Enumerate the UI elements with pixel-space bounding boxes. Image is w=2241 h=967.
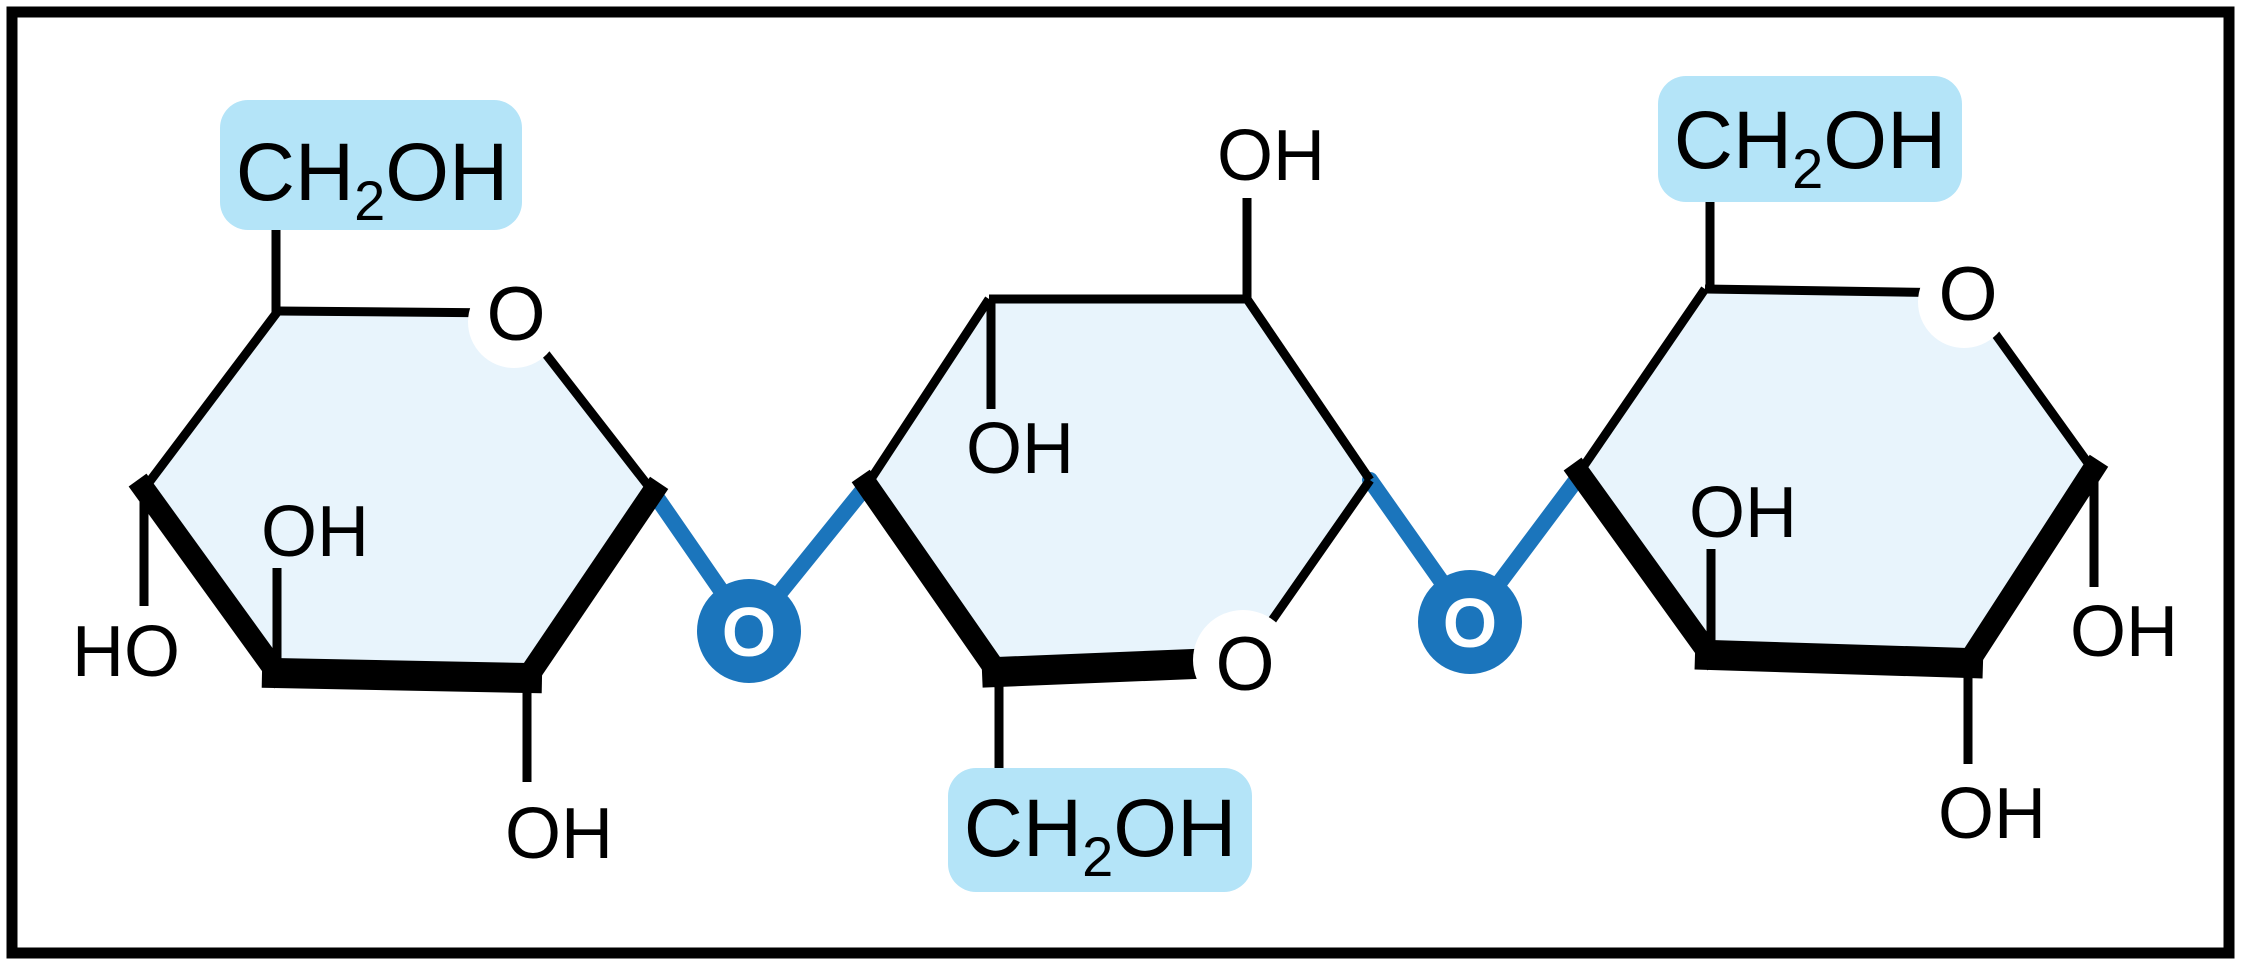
ring3-right-oh-label: OH (2070, 592, 2178, 672)
figure-frame-border (6, 6, 2235, 959)
ring2-ch2oh-box (948, 768, 1252, 892)
ring2-inner-oh-label: OH (966, 409, 1074, 489)
ring2-ch2oh-label: CH2OH (964, 783, 1237, 888)
ring3-lower-right-edge (1952, 454, 2109, 679)
ring2-oxygen-halo (1193, 610, 1293, 710)
ring1-bottom-edge (261, 657, 543, 694)
ring3-inner-oh-label: OH (1689, 473, 1797, 553)
glycosidic-linkage-2 (1362, 467, 1588, 674)
ring1-oxygen-halo (468, 276, 560, 368)
ring1-inner-oh-label: OH (261, 492, 369, 572)
glycosidic-oxygen-disc-1 (697, 579, 801, 683)
ring1-lower-left-edge (128, 473, 293, 689)
glycosidic-linkage-1 (645, 477, 875, 683)
glycosidic-oxygen-2-label: O (1443, 584, 1497, 662)
ring1-bottom-oh-label: OH (505, 794, 613, 874)
ring3-lower-left-edge (1563, 457, 1726, 671)
ring1-ch2oh-label: CH2OH (236, 127, 509, 232)
ring1-lower-right-edge (511, 476, 669, 694)
ring1-ring-oxygen-label: O (486, 272, 545, 357)
ring2-upper-right-edge (1243, 296, 1374, 483)
ring3-bottom-oh-label: OH (1938, 774, 2046, 854)
ring1-upper-left-edge (140, 308, 282, 492)
ring1-ho-label: HO (72, 612, 180, 692)
ring2-ring-oxygen-label: O (1215, 622, 1274, 707)
ring3-oxygen-halo (1918, 256, 2010, 348)
ring2-fill (867, 299, 1370, 672)
substituent-bonds (139, 198, 2099, 782)
ring2-top-oh-label: OH (1217, 116, 1325, 196)
glycosidic-oxygen-1-label: O (722, 593, 776, 671)
ring1-ch2oh-box (220, 100, 522, 230)
ring3-bottom-edge (1694, 639, 1984, 679)
glycosidic-oxygen-disc-2 (1418, 570, 1522, 674)
ring3-upper-left-edge (1575, 286, 1709, 476)
ring1-fill (144, 311, 653, 678)
ring2-upper-left-edge (863, 296, 993, 488)
ring3-ch2oh-box (1658, 76, 1962, 202)
ring2-lower-left-edge (851, 469, 1013, 688)
ring3-ch2oh-label: CH2OH (1674, 95, 1947, 200)
ring3-ring-oxygen-label: O (1938, 252, 1997, 337)
